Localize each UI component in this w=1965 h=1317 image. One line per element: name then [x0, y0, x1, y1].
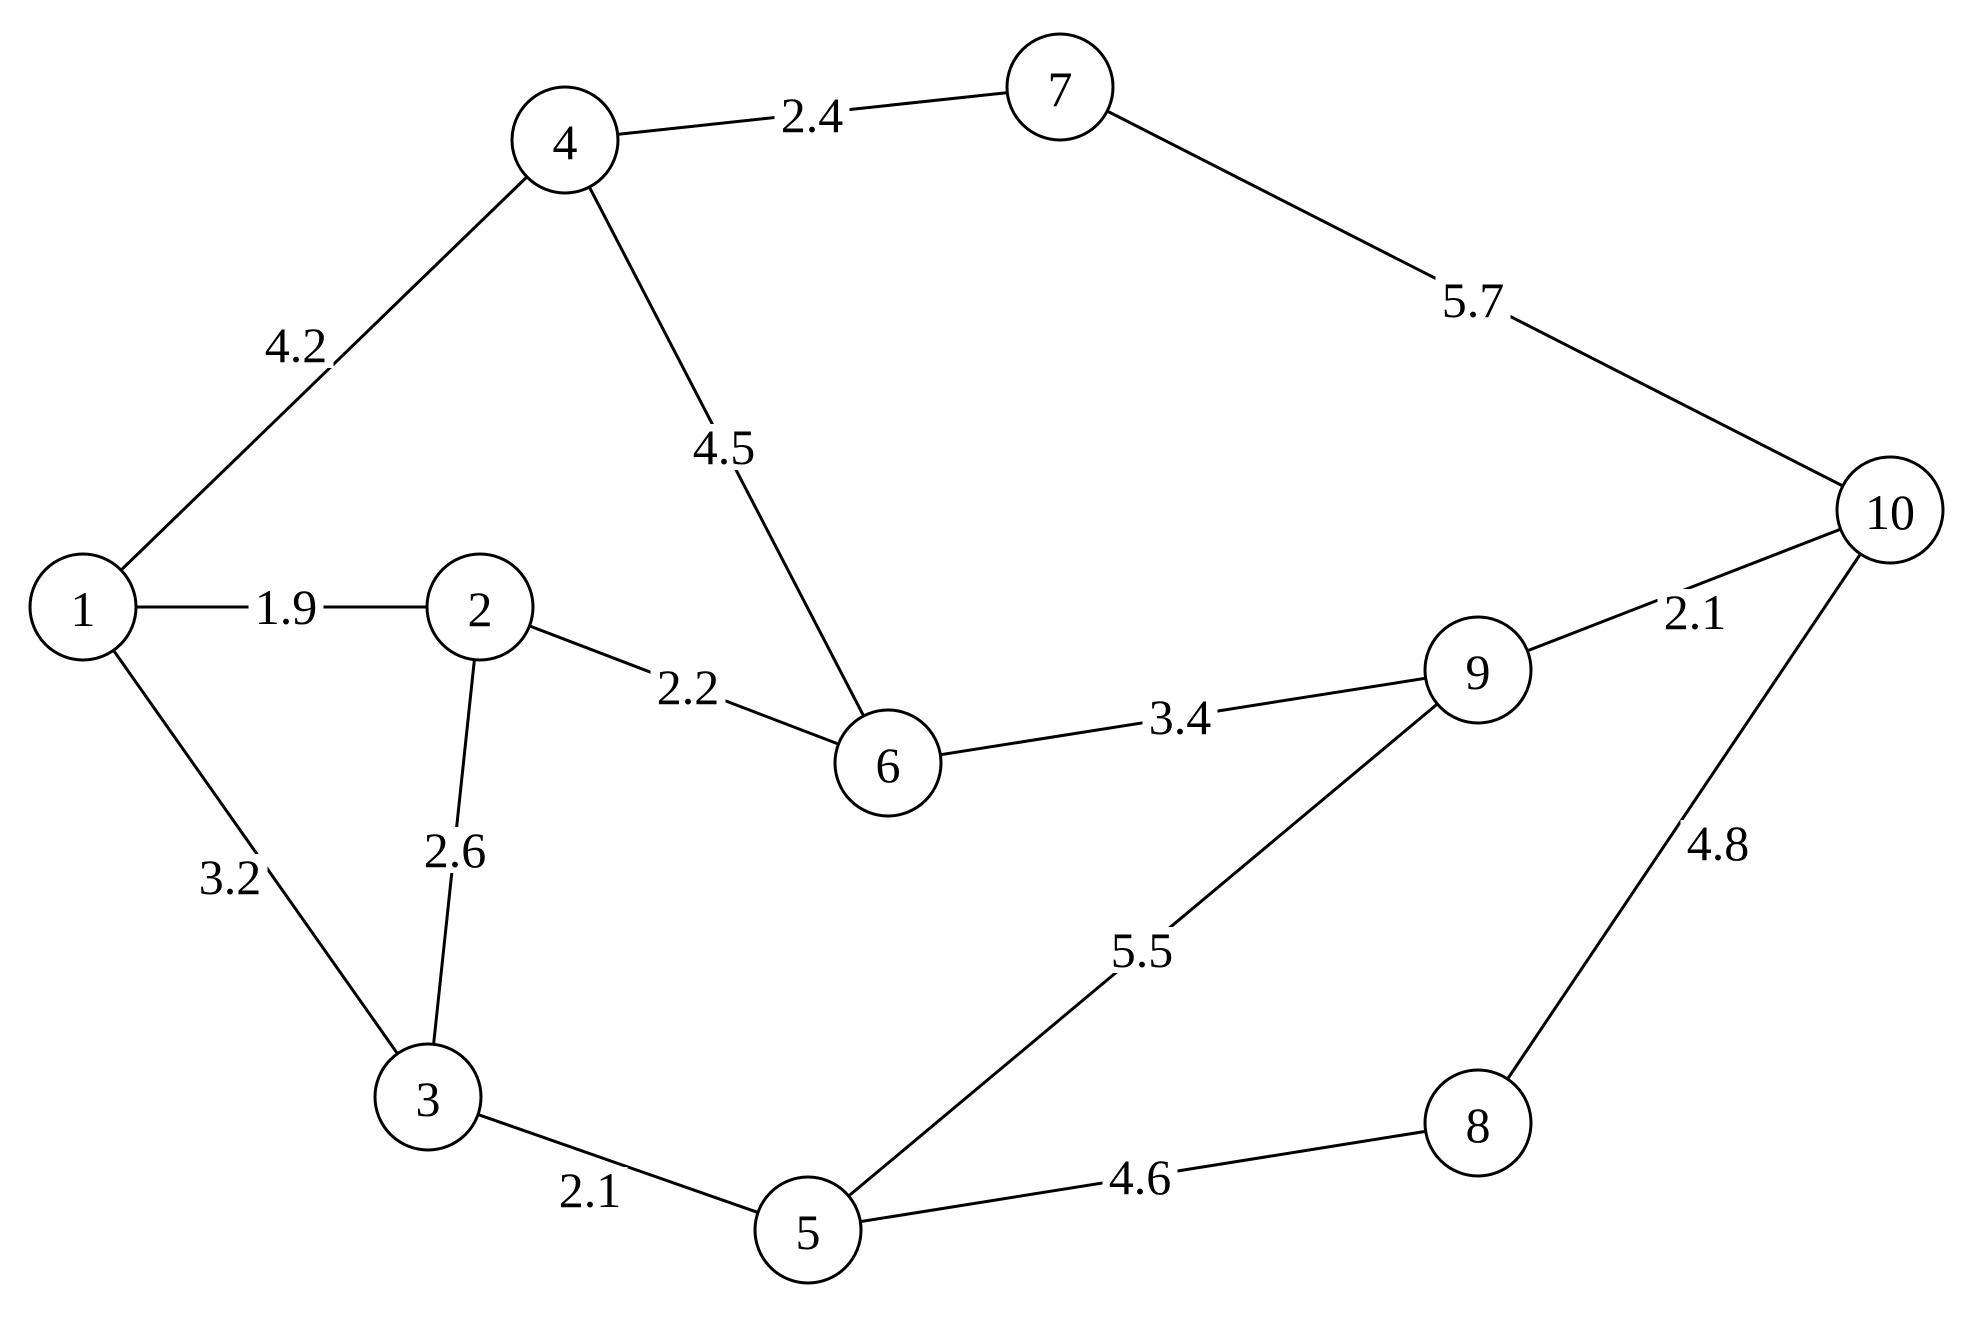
edge-weight-background	[552, 1167, 628, 1213]
edge-weight-label: 4.2	[265, 317, 328, 373]
edge-weight-2-6: 2.2	[650, 659, 726, 715]
node-label: 7	[1048, 61, 1073, 117]
node-circle	[1005, 32, 1115, 142]
node-circle	[510, 85, 620, 195]
edge-weight-background	[248, 584, 324, 630]
node-circle	[425, 552, 535, 662]
edge-weight-background	[1142, 694, 1218, 740]
edge-weight-5-9: 5.5	[1104, 922, 1180, 978]
edge-weight-background	[1102, 1154, 1178, 1200]
node-8: 8	[1423, 1068, 1533, 1178]
edge-weight-5-8: 4.6	[1102, 1149, 1178, 1205]
edge-1-4	[81, 138, 567, 609]
edge-weight-label: 2.1	[1664, 584, 1727, 640]
edge-weight-label: 4.5	[693, 419, 756, 475]
edge-weight-background	[1435, 277, 1511, 323]
edge-8-10	[1476, 509, 1892, 1124]
edge-weight-label: 5.5	[1111, 922, 1174, 978]
node-7: 7	[1005, 32, 1115, 142]
node-label: 2	[468, 581, 493, 637]
edge-weight-background	[686, 424, 762, 470]
edge-weight-background	[1104, 927, 1180, 973]
node-label: 1	[71, 581, 96, 637]
node-circle	[28, 552, 138, 662]
edge-weight-background	[1680, 820, 1756, 866]
node-circle	[1835, 455, 1945, 565]
node-1: 1	[28, 552, 138, 662]
edge-weight-1-4: 4.2	[258, 317, 334, 373]
edge-weight-background	[650, 664, 726, 710]
edge-weight-background	[1657, 589, 1733, 635]
edge-weight-label: 2.2	[657, 659, 720, 715]
edge-weight-label: 1.9	[255, 579, 318, 635]
edge-weight-2-3: 2.6	[417, 822, 493, 878]
edges-layer	[81, 85, 1892, 1232]
edge-weight-label: 2.4	[781, 87, 844, 143]
node-10: 10	[1835, 455, 1945, 565]
node-3: 3	[373, 1042, 483, 1152]
node-circle	[753, 1175, 863, 1285]
edge-weight-label: 3.2	[199, 849, 262, 905]
edge-weight-background	[774, 92, 850, 138]
node-label: 8	[1466, 1097, 1491, 1153]
edge-weight-7-10: 5.7	[1435, 272, 1511, 328]
edge-weight-label: 5.7	[1442, 272, 1505, 328]
edge-weight-1-2: 1.9	[248, 579, 324, 635]
edge-weight-background	[192, 854, 268, 900]
edge-weight-background	[417, 827, 493, 873]
edge-weight-3-5: 2.1	[552, 1162, 628, 1218]
node-label: 5	[796, 1204, 821, 1260]
edge-weight-4-6: 4.5	[686, 419, 762, 475]
node-4: 4	[510, 85, 620, 195]
edge-weight-6-9: 3.4	[1142, 689, 1218, 745]
edge-labels-layer: 1.9 3.2 4.2 2.6 2.2 2.1 4.5 2.4 4.6 5.5 3.4 5.7 4.8 2…	[192, 87, 1756, 1218]
edge-weight-background	[258, 322, 334, 368]
edge-weight-1-3: 3.2	[192, 849, 268, 905]
edge-1-3	[81, 606, 430, 1098]
node-label: 6	[876, 737, 901, 793]
node-label: 3	[416, 1071, 441, 1127]
node-label: 9	[1466, 644, 1491, 700]
edge-3-5	[427, 1095, 809, 1232]
node-label: 4	[553, 114, 578, 170]
node-label: 10	[1865, 484, 1915, 540]
node-5: 5	[753, 1175, 863, 1285]
node-circle	[1423, 1068, 1533, 1178]
edge-weight-label: 3.4	[1149, 689, 1212, 745]
edge-weight-label: 4.6	[1109, 1149, 1172, 1205]
node-2: 2	[425, 552, 535, 662]
edge-weight-label: 2.1	[559, 1162, 622, 1218]
edge-weight-label: 4.8	[1687, 815, 1750, 871]
edge-weight-label: 2.6	[424, 822, 487, 878]
node-9: 9	[1423, 615, 1533, 725]
edge-weight-4-7: 2.4	[774, 87, 850, 143]
node-6: 6	[833, 708, 943, 818]
node-circle	[1423, 615, 1533, 725]
edge-weight-8-10: 4.8	[1680, 815, 1756, 871]
nodes-layer: 1 2 3 4 5 6 7 8 9 10	[28, 32, 1945, 1285]
node-circle	[833, 708, 943, 818]
edge-weight-9-10: 2.1	[1657, 584, 1733, 640]
node-circle	[373, 1042, 483, 1152]
